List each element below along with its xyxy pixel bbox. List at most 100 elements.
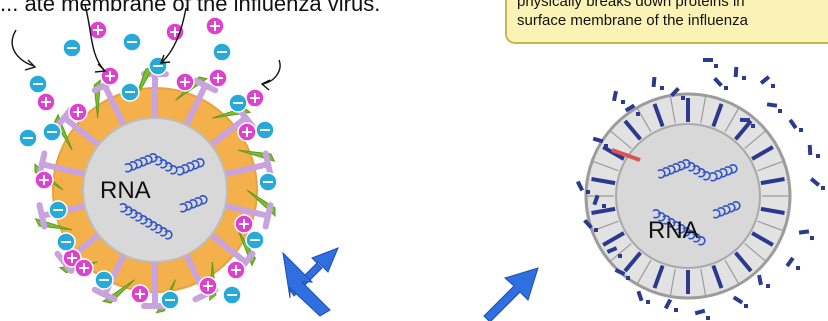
fragment-dot bbox=[636, 112, 640, 116]
right-rna-label: RNA bbox=[648, 217, 699, 244]
fragment-piece bbox=[593, 137, 604, 144]
fragment-dot bbox=[766, 284, 770, 288]
fragment-piece bbox=[664, 299, 672, 310]
protein-fragment bbox=[757, 275, 770, 288]
fragment-piece bbox=[740, 118, 750, 122]
positive-ion bbox=[238, 123, 256, 141]
positive-ion bbox=[246, 89, 264, 107]
right-core bbox=[616, 124, 760, 268]
negative-ion bbox=[161, 291, 179, 309]
positive-ion bbox=[37, 93, 55, 111]
fragment-piece bbox=[810, 177, 820, 186]
pointer-arrow bbox=[262, 60, 280, 84]
negative-ion bbox=[213, 43, 231, 61]
positive-ion bbox=[75, 259, 93, 277]
fragment-dot bbox=[618, 254, 622, 258]
negative-ion bbox=[246, 231, 264, 249]
fragment-piece bbox=[576, 181, 584, 192]
protein-fragment bbox=[636, 291, 650, 304]
negative-ion bbox=[19, 129, 37, 147]
fragment-piece bbox=[788, 119, 797, 129]
protein-fragment bbox=[760, 75, 775, 88]
positive-ion bbox=[69, 103, 87, 121]
fragment-dot bbox=[714, 64, 718, 68]
positive-ion bbox=[227, 261, 245, 279]
fragment-dot bbox=[621, 100, 625, 104]
pointer-arrow bbox=[12, 30, 34, 66]
fragment-dot bbox=[646, 300, 650, 304]
negative-ion bbox=[63, 39, 81, 57]
fragment-dot bbox=[681, 96, 685, 100]
negative-ion bbox=[123, 33, 141, 51]
positive-ion bbox=[35, 171, 53, 189]
right-virus: RNA bbox=[586, 94, 790, 298]
arrow-up-right bbox=[484, 268, 538, 321]
negative-ion bbox=[256, 121, 274, 139]
fragment-dot bbox=[810, 236, 814, 240]
fragment-piece bbox=[612, 91, 618, 102]
fragment-piece bbox=[757, 275, 763, 286]
fragment-dot bbox=[778, 109, 782, 113]
fragment-dot bbox=[771, 84, 775, 88]
fragment-dot bbox=[602, 204, 606, 208]
positive-ion bbox=[199, 277, 217, 295]
fragment-dot bbox=[594, 228, 598, 232]
fragment-dot bbox=[751, 124, 755, 128]
left-rna-label: RNA bbox=[100, 177, 151, 204]
protein-fragment bbox=[652, 77, 664, 90]
negative-ion bbox=[121, 83, 139, 101]
fragment-piece bbox=[695, 309, 706, 315]
protein-fragment bbox=[734, 67, 746, 80]
fragment-piece bbox=[636, 291, 643, 302]
fragment-dot bbox=[706, 316, 710, 320]
protein-fragment bbox=[612, 91, 625, 104]
protein-fragment bbox=[713, 77, 728, 90]
fragment-dot bbox=[674, 308, 678, 312]
fragment-piece bbox=[767, 102, 777, 107]
negative-ion bbox=[57, 233, 75, 251]
protein-fragment bbox=[785, 257, 800, 270]
protein-fragment bbox=[799, 229, 814, 240]
protein-fragment bbox=[788, 119, 803, 132]
fragment-piece bbox=[734, 67, 739, 77]
positive-ion bbox=[235, 215, 253, 233]
negative-ion bbox=[229, 94, 247, 112]
protein-fragment bbox=[703, 58, 718, 68]
fragment-piece bbox=[799, 229, 809, 234]
positive-ion bbox=[206, 17, 224, 35]
negative-ion bbox=[95, 271, 113, 289]
negative-ion bbox=[43, 123, 61, 141]
protein-fragment bbox=[664, 299, 678, 312]
fragment-dot bbox=[799, 128, 803, 132]
fragment-dot bbox=[724, 86, 728, 90]
fragment-dot bbox=[604, 144, 608, 148]
negative-ion bbox=[223, 286, 241, 304]
fragment-piece bbox=[703, 58, 713, 62]
positive-ion bbox=[209, 69, 227, 87]
fragment-dot bbox=[626, 276, 630, 280]
fragment-piece bbox=[808, 145, 813, 155]
fragment-piece bbox=[733, 296, 744, 305]
fragment-dot bbox=[816, 154, 820, 158]
negative-ion bbox=[49, 201, 67, 219]
fragment-piece bbox=[785, 257, 794, 267]
protein-fragment bbox=[808, 145, 820, 158]
fragment-dot bbox=[742, 76, 746, 80]
protein-fragment bbox=[767, 102, 782, 113]
positive-ion bbox=[131, 285, 149, 303]
fragment-dot bbox=[821, 186, 825, 190]
fragment-piece bbox=[760, 75, 770, 84]
positive-ion bbox=[176, 73, 194, 91]
negative-ion bbox=[259, 173, 277, 191]
arrowhead bbox=[95, 64, 105, 72]
fragment-dot bbox=[660, 86, 664, 90]
fragment-piece bbox=[713, 77, 723, 87]
fragment-dot bbox=[744, 304, 748, 308]
protein-fragment bbox=[810, 177, 825, 190]
fragment-dot bbox=[796, 266, 800, 270]
fragment-dot bbox=[586, 190, 590, 194]
protein-fragment bbox=[695, 309, 710, 320]
negative-ion bbox=[29, 75, 47, 93]
